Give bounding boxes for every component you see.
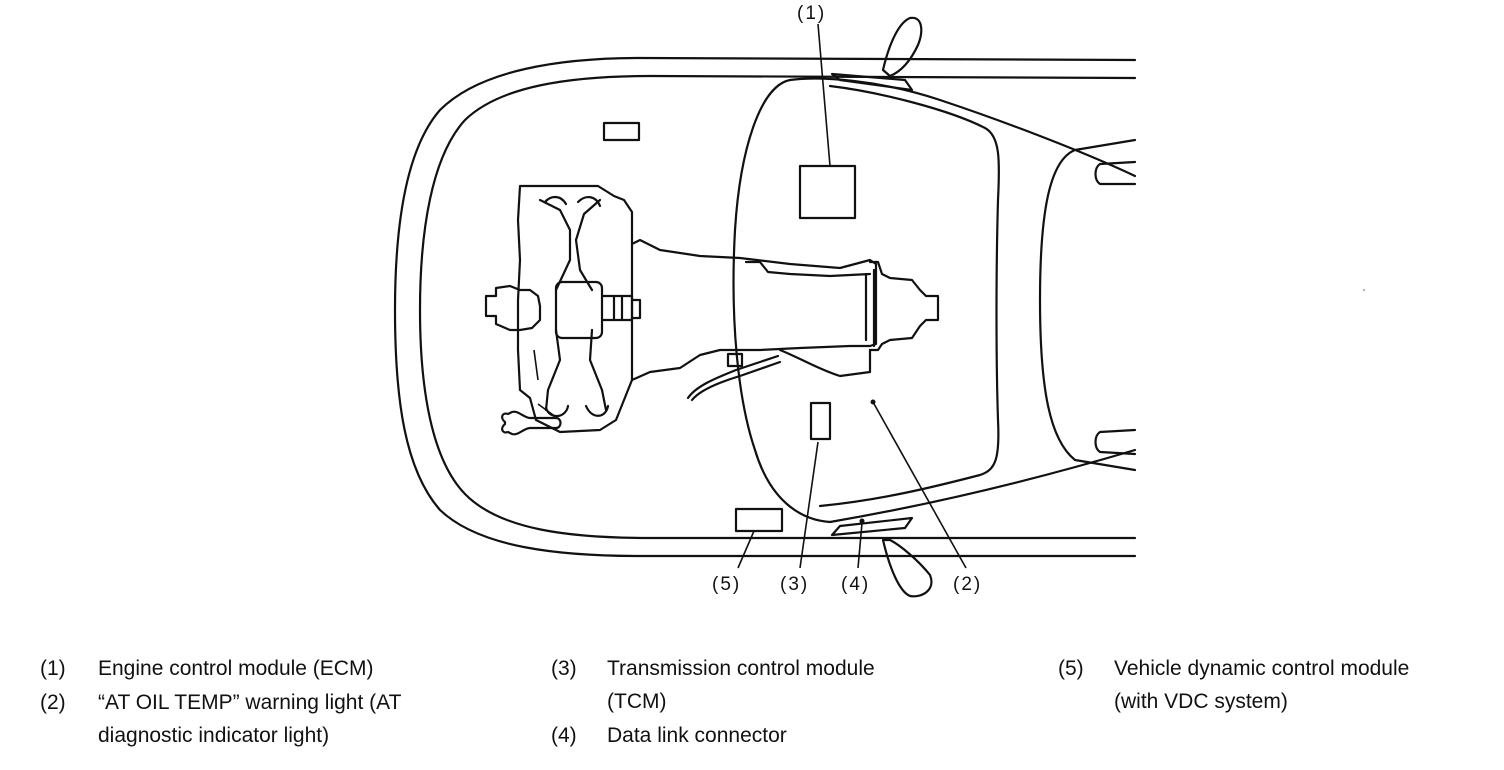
legend-item-1-text: Engine control module (ECM) [98, 657, 374, 680]
data-link-connector-dot [859, 518, 865, 524]
legend-item-2-text-line-1: “AT OIL TEMP” warning light (AT [98, 691, 402, 714]
legend-item-1: (1) Engine control module (ECM) [40, 652, 500, 685]
legend-item-5-text-line-2: (with VDC system) [1114, 690, 1288, 713]
legend-item-3-text-line-2: (TCM) [607, 690, 667, 713]
side-mirror-lower [830, 516, 933, 598]
callout-3: (3) [780, 574, 809, 595]
vehicle-component-location-diagram: (1) (5) (3) (4) (2) [393, 3, 1365, 598]
vdc-module-box [734, 507, 784, 533]
legend-item-3-number: (3) [551, 657, 577, 680]
legend-item-2: (2) “AT OIL TEMP” warning light (AT diag… [40, 686, 500, 752]
side-mirror-upper [830, 16, 923, 92]
legend-item-2-text-line-2: diagnostic indicator light) [98, 724, 330, 747]
legend-item-4: (4) Data link connector [551, 719, 1011, 752]
legend-item-5-number: (5) [1058, 657, 1084, 680]
legend-item-4-text: Data link connector [607, 724, 787, 747]
speck [1363, 289, 1365, 291]
callout-4: (4) [841, 574, 870, 595]
callout-5: (5) [712, 574, 741, 595]
legend-item-1-number: (1) [40, 657, 66, 680]
legend-item-5-text-line-1: Vehicle dynamic control module [1114, 657, 1410, 680]
legend-item-5: (5) Vehicle dynamic control module (with… [1058, 652, 1498, 718]
leader-lines [737, 23, 967, 569]
cabin-outline [732, 77, 1137, 524]
legend-item-3-text-line-1: Transmission control module [607, 657, 875, 680]
engine [484, 184, 642, 436]
vehicle-body-outline [393, 56, 1137, 558]
legend-item-4-number: (4) [551, 724, 577, 747]
legend-item-3: (3) Transmission control module (TCM) [551, 652, 1011, 718]
callout-1: (1) [797, 3, 826, 24]
relay-box [602, 121, 641, 142]
tcm-box [809, 401, 832, 441]
transmission [630, 238, 940, 402]
legend-item-2-number: (2) [40, 691, 66, 714]
callout-2: (2) [953, 574, 982, 595]
ecm-box [798, 164, 857, 220]
